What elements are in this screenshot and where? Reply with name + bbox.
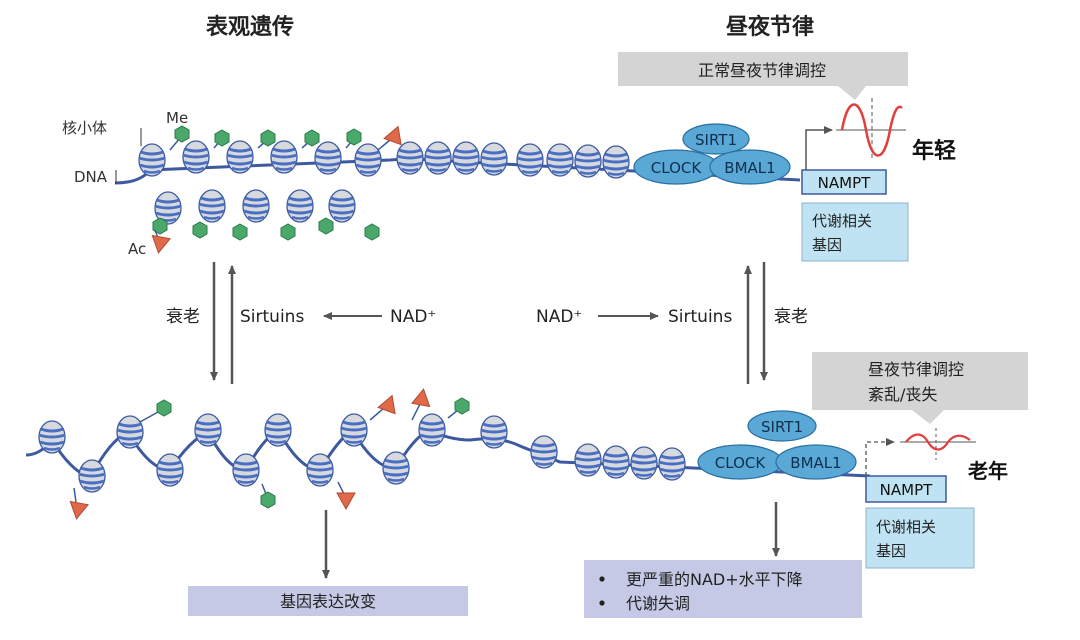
bullet-2-dot: [599, 600, 605, 606]
label-sirtuins-left: Sirtuins: [240, 307, 304, 327]
bottom-chromatin: [25, 387, 871, 521]
metab-genes-top-l1: 代谢相关: [812, 212, 872, 230]
metab-genes-top-l2: 基因: [812, 236, 842, 254]
rhythm-old: [900, 428, 976, 460]
callout-normal-text: 正常昼夜节律调控: [698, 61, 826, 80]
acetyl-groups-top: [149, 122, 408, 255]
nampt-box-bottom: [865, 475, 947, 503]
metab-genes-box-bottom: [865, 507, 975, 569]
metab-genes-box-top: [801, 202, 909, 262]
transcription-arrow-bottom: [865, 438, 895, 476]
label-ac: Ac: [128, 240, 146, 258]
acetyl-groups-bottom: [67, 387, 433, 521]
label-me: Me: [166, 109, 188, 127]
rhythm-young: [836, 98, 906, 160]
bmal1-bottom-label: BMAL1: [790, 454, 841, 472]
clock-bottom-label: CLOCK: [715, 454, 767, 472]
nucleosome-zigzag-bottom: [37, 412, 687, 494]
label-aging-left: 衰老: [166, 307, 200, 327]
label-young: 年轻: [912, 138, 956, 164]
bullet-1-text: 更严重的NAD+水平下降: [626, 570, 803, 589]
label-dna: DNA: [74, 168, 108, 186]
sirt1-bottom: [747, 410, 817, 442]
callout-disrupted-pointer: [912, 410, 944, 424]
callout-disrupted-l1: 昼夜节律调控: [868, 360, 964, 379]
nampt-top-label: NAMPT: [818, 174, 871, 192]
top-chromatin: [114, 122, 801, 255]
label-sirtuins-right: Sirtuins: [668, 307, 732, 327]
callout-normal: [618, 52, 908, 86]
methyl-groups-bottom: [139, 397, 470, 509]
heading-epigenetics: 表观遗传: [206, 15, 294, 40]
top-clock-complex: SIRT1 CLOCK BMAL1: [633, 123, 791, 185]
bottom-clock-complex: SIRT1 CLOCK BMAL1: [697, 410, 857, 480]
nucleosome-row-open-top: [395, 140, 631, 180]
nampt-bottom-label: NAMPT: [880, 481, 933, 499]
methyl-groups-top: [152, 125, 380, 241]
bmal1-bottom: [775, 444, 857, 480]
nucleosome-cluster-top: [137, 139, 383, 226]
gene-expression-box: [188, 586, 468, 616]
sirt1-bottom-label: SIRT1: [761, 418, 803, 436]
label-nad-right: NAD⁺: [536, 307, 582, 327]
metab-genes-bottom-l1: 代谢相关: [876, 518, 936, 536]
bullet-2-text: 代谢失调: [626, 594, 690, 613]
label-nad-left: NAD⁺: [390, 307, 436, 327]
sirt1-top-label: SIRT1: [695, 131, 737, 149]
metabolic-outcome-box: [584, 560, 862, 618]
nampt-box-top: [801, 169, 887, 195]
label-old: 老年: [968, 459, 1008, 483]
gene-expression-text: 基因表达改变: [280, 592, 376, 611]
bullet-1-dot: [599, 576, 605, 582]
callout-normal-pointer: [838, 86, 866, 100]
callout-disrupted-l2: 紊乱/丧失: [868, 385, 937, 404]
clock-top-label: CLOCK: [651, 159, 703, 177]
metab-genes-bottom-l2: 基因: [876, 542, 906, 560]
left-aging-arrows: [210, 262, 236, 384]
bmal1-top: [709, 149, 791, 185]
bmal1-top-label: BMAL1: [724, 159, 775, 177]
label-aging-right: 衰老: [774, 307, 808, 327]
transcription-arrow-top: [805, 126, 833, 170]
label-nucleosome: 核小体: [62, 119, 107, 137]
right-aging-arrows: [744, 262, 768, 384]
sirt1-top: [682, 123, 750, 155]
callout-disrupted: [812, 352, 1028, 410]
heading-circadian: 昼夜节律: [726, 14, 814, 40]
